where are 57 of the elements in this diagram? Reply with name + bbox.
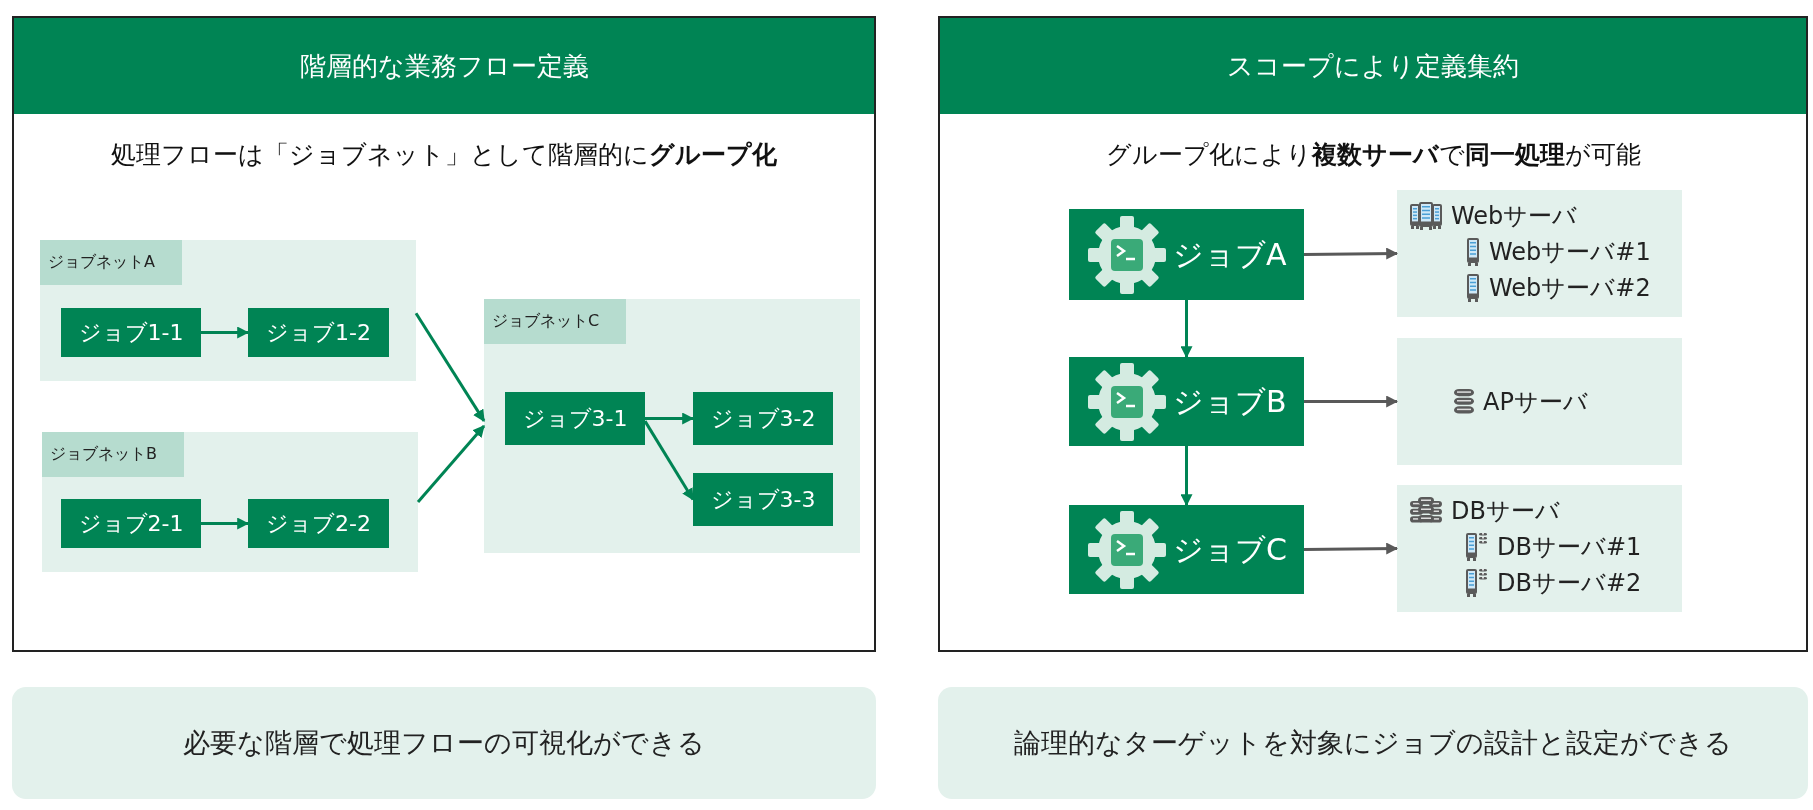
arrow <box>1304 542 1399 555</box>
job-label: ジョブA <box>1173 235 1287 273</box>
arrow <box>416 425 486 503</box>
server-group-box <box>1397 485 1682 612</box>
summary-text: 論理的なターゲットを対象にジョブの設計と設定ができる <box>1014 726 1732 760</box>
job-label: ジョブ1-2 <box>266 318 371 347</box>
server-group-label: DBサーバ <box>1451 496 1560 527</box>
header-text: 階層的な業務フロー定義 <box>299 49 589 83</box>
job-box <box>248 308 389 357</box>
subtitle: 処理フローは「ジョブネット」として階層的にグループ化 <box>110 139 778 171</box>
arrow <box>643 420 695 501</box>
jobnet-group <box>40 240 416 381</box>
header-text: スコープにより定義集約 <box>1227 49 1519 83</box>
server-group-label: Webサーバ <box>1451 201 1578 232</box>
server-label: Webサーバ#1 <box>1489 237 1651 268</box>
summary-box <box>938 687 1808 799</box>
jobnet-label: ジョブネットB <box>42 432 184 477</box>
server-group-label: APサーバ <box>1483 386 1588 418</box>
job-box <box>1069 357 1304 446</box>
jobnet-label: ジョブネットC <box>484 299 626 344</box>
arrow <box>201 517 250 530</box>
job-box <box>1069 505 1304 594</box>
arrow <box>1180 446 1193 507</box>
job-label: ジョブ1-1 <box>78 318 184 347</box>
arrow <box>1180 300 1193 359</box>
summary-text: 必要な階層で処理フローの可視化ができる <box>183 726 705 760</box>
server-group-box <box>1397 338 1682 465</box>
jobnet-label: ジョブネットA <box>40 240 182 285</box>
jobnet-group <box>484 299 860 553</box>
job-label: ジョブC <box>1173 530 1287 568</box>
panel <box>938 16 1808 652</box>
job-label: ジョブ3-1 <box>522 404 628 433</box>
job-box <box>1069 209 1304 300</box>
server-label: DBサーバ#1 <box>1497 532 1642 563</box>
server-group-box <box>1397 190 1682 317</box>
summary-box <box>12 687 876 799</box>
job-box <box>61 499 201 548</box>
job-box <box>505 392 645 445</box>
job-box <box>693 473 833 526</box>
arrow <box>1304 395 1399 408</box>
job-box <box>693 392 833 445</box>
job-box <box>61 308 201 357</box>
arrow <box>645 412 695 425</box>
jobnet-group <box>42 432 418 572</box>
job-label: ジョブ3-3 <box>710 485 816 514</box>
arrow <box>414 312 486 422</box>
server-label: Webサーバ#2 <box>1489 273 1651 304</box>
job-label: ジョブ2-1 <box>78 509 184 538</box>
arrow <box>201 326 250 339</box>
panel <box>12 16 876 652</box>
job-label: ジョブB <box>1173 382 1287 420</box>
server-label: DBサーバ#2 <box>1497 568 1642 599</box>
job-label: ジョブ3-2 <box>710 404 816 433</box>
subtitle: グループ化により複数サーバで同一処理が可能 <box>1104 139 1642 171</box>
job-box <box>248 499 389 548</box>
job-label: ジョブ2-2 <box>266 509 371 538</box>
arrow <box>1304 247 1399 260</box>
